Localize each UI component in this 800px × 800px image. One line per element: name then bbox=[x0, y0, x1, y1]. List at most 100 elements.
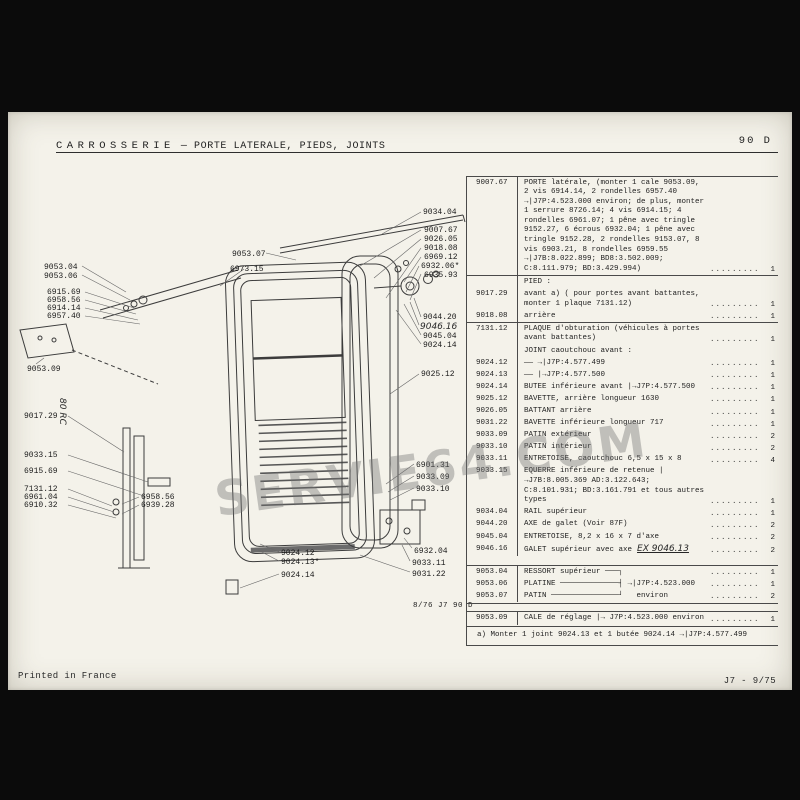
part-qty: 2 bbox=[770, 534, 775, 543]
leader-dots bbox=[710, 384, 760, 393]
part-description: avant a) ( pour portes avant battantes, … bbox=[517, 288, 710, 311]
part-qty: 1 bbox=[770, 420, 775, 429]
part-description: ENTRETOISE, 8,2 x 16 x 7 d'axe bbox=[517, 531, 710, 544]
part-description: PATIN ───────────────┘ environ bbox=[517, 590, 710, 603]
part-description: EQUERRE inférieure de retenue |→J7B:8.00… bbox=[517, 465, 710, 507]
part-description: BATTANT arrière bbox=[517, 405, 710, 418]
part-qty: 1 bbox=[770, 301, 775, 310]
part-description: PIED : bbox=[517, 276, 778, 289]
parts-row: PIED : bbox=[467, 275, 778, 289]
part-description: PLAQUE d'obturation (véhicules à portes … bbox=[517, 323, 710, 345]
exploded-door-diagram bbox=[19, 211, 466, 595]
part-ref bbox=[467, 345, 517, 347]
leader-dots bbox=[710, 534, 760, 543]
leader-dots bbox=[710, 445, 760, 454]
leader-dots bbox=[710, 510, 760, 519]
part-ref: 9033.11 bbox=[476, 455, 508, 464]
part-ref: 9033.09 bbox=[476, 431, 508, 440]
leader-dots bbox=[710, 616, 760, 625]
part-qty: 1 bbox=[770, 581, 775, 590]
part-ref: 9044.20 bbox=[476, 520, 508, 529]
page-header: CARROSSERIE — PORTE LATERALE, PIEDS, JOIN… bbox=[56, 135, 774, 152]
leader-dots bbox=[710, 421, 760, 430]
printed-in-note: Printed in France bbox=[18, 671, 117, 681]
header-section-title: CARROSSERIE bbox=[56, 140, 175, 152]
part-description: CALE de réglage |→ J7P:4.523.000 environ bbox=[517, 612, 710, 625]
header-subtitle: — PORTE LATERALE, PIEDS, JOINTS bbox=[180, 141, 386, 152]
part-ref: 9025.12 bbox=[476, 394, 508, 403]
part-ref: 9024.13 bbox=[476, 370, 508, 379]
part-description: RAIL supérieur bbox=[517, 506, 710, 519]
parts-row: 9024.13—— |→J7P:4.577.5001 bbox=[467, 369, 778, 382]
part-ref: 9024.14 bbox=[476, 382, 508, 391]
parts-row: 9053.09 CALE de réglage |→ J7P:4.523.000 … bbox=[467, 611, 778, 627]
leader-dots bbox=[710, 313, 760, 322]
leader-dots bbox=[710, 336, 760, 345]
part-ref: 9017.29 bbox=[476, 290, 508, 299]
part-description: —— →|J7P:4.577.499 bbox=[517, 357, 710, 370]
part-description: BAVETTE, arrière longueur 1630 bbox=[517, 393, 710, 406]
part-qty: 2 bbox=[770, 547, 775, 556]
parts-row: 7131.12 PLAQUE d'obturation (véhicules à … bbox=[467, 322, 778, 345]
part-ref: 9031.22 bbox=[476, 419, 508, 428]
leader-dots bbox=[710, 433, 760, 442]
part-ref: 7131.12 bbox=[476, 324, 508, 333]
part-description: JOINT caoutchouc avant : bbox=[517, 345, 778, 358]
leader-dots bbox=[710, 547, 760, 556]
leader-dots bbox=[710, 522, 760, 531]
part-qty: 1 bbox=[770, 509, 775, 518]
leader-dots bbox=[710, 457, 760, 466]
part-ref: 9046.16 bbox=[476, 544, 508, 553]
part-description: PORTE latérale, (monter 1 cale 9053.09, … bbox=[517, 177, 710, 276]
part-qty: 1 bbox=[770, 313, 775, 322]
parts-row: 9033.15 EQUERRE inférieure de retenue |→J… bbox=[467, 465, 778, 507]
part-qty: 2 bbox=[770, 432, 775, 441]
part-description: PLATINE ─────────────┤ →|J7P:4.523.000 bbox=[517, 578, 710, 591]
part-qty: 2 bbox=[770, 522, 775, 530]
part-ref: 9024.12 bbox=[476, 358, 508, 367]
parts-row: 9007.67 PORTE latérale, (monter 1 cale 90… bbox=[467, 177, 778, 276]
edition-code: J7 - 9/75 bbox=[723, 676, 776, 686]
parts-row: 9053.06 PLATINE ─────────────┤ →|J7P:4.52… bbox=[467, 578, 778, 591]
parts-row: 9018.08arrière1 bbox=[467, 310, 778, 323]
parts-row: 9031.22 BAVETTE inférieure longueur 717 1 bbox=[467, 417, 778, 430]
part-description: BUTEE inférieure avant |→J7P:4.577.500 bbox=[517, 381, 710, 394]
handwritten-note: EX 9046.13 bbox=[637, 543, 689, 554]
leader-dots bbox=[710, 593, 760, 602]
part-qty: 1 bbox=[770, 336, 775, 344]
leader-dots bbox=[710, 569, 760, 578]
part-ref: 9033.15 bbox=[476, 467, 508, 476]
part-description: BAVETTE inférieure longueur 717 bbox=[517, 417, 710, 430]
header-rule bbox=[56, 152, 778, 153]
part-qty: 1 bbox=[770, 372, 775, 381]
leader-dots bbox=[710, 498, 760, 507]
part-ref: 9007.67 bbox=[476, 178, 508, 187]
part-qty: 1 bbox=[770, 384, 775, 393]
part-ref: 9053.07 bbox=[476, 591, 508, 600]
part-description: ENTRETOISE, caoutchouc 6,5 x 15 x 8 bbox=[517, 453, 710, 466]
part-ref: 9018.08 bbox=[476, 311, 508, 320]
parts-table: 9007.67 PORTE latérale, (monter 1 cale 90… bbox=[466, 176, 778, 647]
parts-footnote: a) Monter 1 joint 9024.13 et 1 butée 902… bbox=[467, 627, 778, 644]
part-qty: 1 bbox=[770, 266, 775, 275]
part-ref: 9053.06 bbox=[476, 579, 508, 588]
page-code: 90 D bbox=[738, 135, 772, 147]
leader-dots bbox=[710, 396, 760, 405]
part-description: PATIN intérieur bbox=[517, 441, 710, 454]
parts-row: 9024.14 BUTEE inférieure avant |→J7P:4.57… bbox=[467, 381, 778, 394]
part-ref: 9053.09 bbox=[476, 613, 508, 622]
part-qty: 1 bbox=[770, 408, 775, 417]
part-qty: 1 bbox=[770, 497, 775, 506]
leader-dots bbox=[710, 581, 760, 590]
